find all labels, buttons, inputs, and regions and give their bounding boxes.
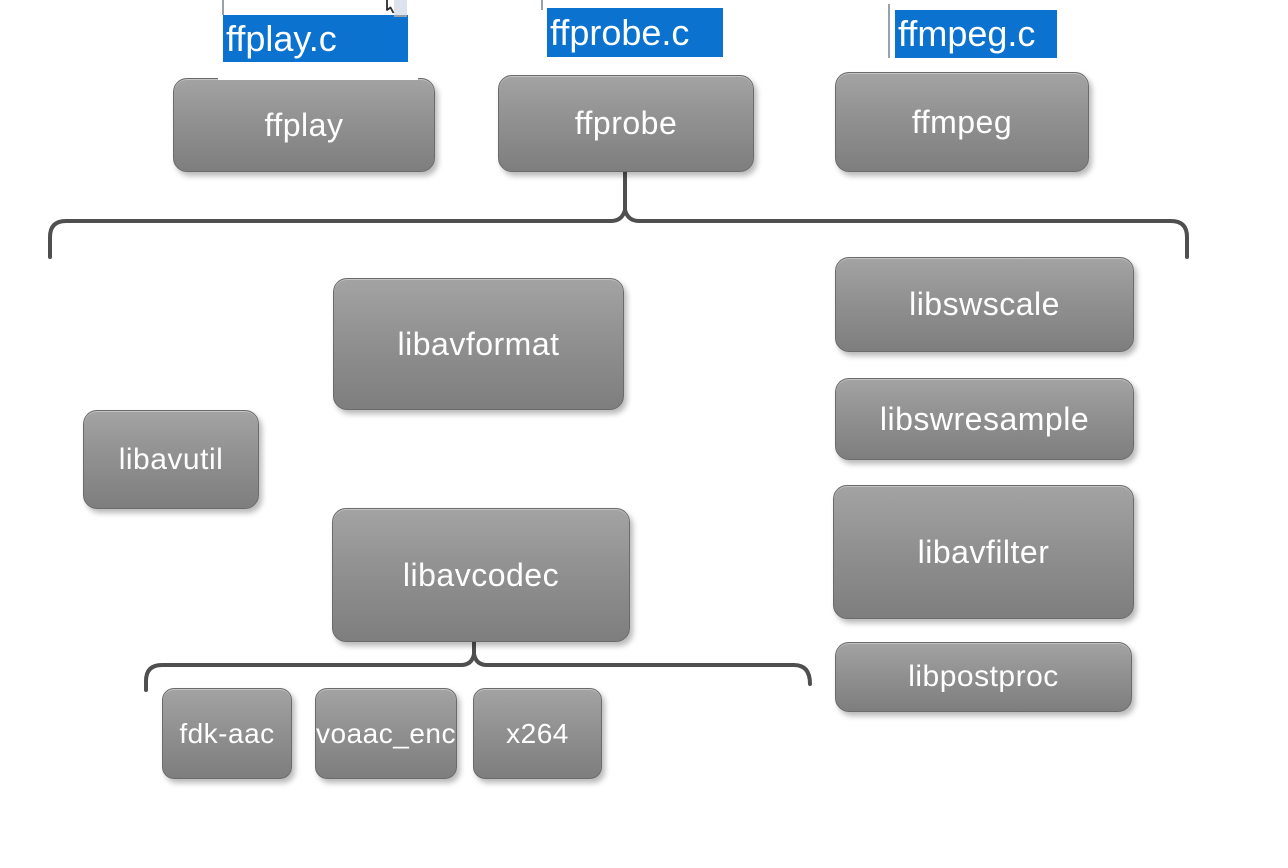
shape-libavcodec[interactable]: libavcodec [332,508,630,642]
text-field-ffplay-c[interactable]: ffplay.c [218,0,418,80]
shape-x264[interactable]: x264 [473,688,602,779]
shape-ffprobe[interactable]: ffprobe [498,75,754,172]
shape-libpostproc[interactable]: libpostproc [835,642,1132,712]
shape-libavformat[interactable]: libavformat [333,278,624,410]
field-border-tick [222,0,224,15]
shape-libswscale[interactable]: libswscale [835,257,1134,352]
bracket-bottom-left [144,638,476,692]
selection-handle-block [394,0,407,17]
shape-ffmpeg[interactable]: ffmpeg [835,72,1089,172]
shape-ffplay[interactable]: ffplay [173,78,435,172]
selected-text-ffprobe-c[interactable]: ffprobe.c [547,8,723,57]
shape-voaac-enc[interactable]: voaac_enc [315,688,457,779]
field-border-line [888,4,890,58]
field-border-tick [541,0,543,10]
selected-text-ffmpeg-c[interactable]: ffmpeg.c [895,10,1057,58]
cursor-icon [386,0,395,14]
shape-libavfilter[interactable]: libavfilter [833,485,1134,619]
shape-libavutil[interactable]: libavutil [83,410,259,509]
bracket-top-right [623,169,1189,259]
bracket-bottom-right [472,638,812,686]
shape-libswresample[interactable]: libswresample [835,378,1134,460]
text-field-ffprobe-c[interactable]: ffprobe.c [538,0,728,62]
bracket-top-left [48,169,627,259]
selected-text-ffplay-c[interactable]: ffplay.c [223,15,408,62]
shape-fdk-aac[interactable]: fdk-aac [162,688,292,779]
text-field-ffmpeg-c[interactable]: ffmpeg.c [884,0,1062,62]
